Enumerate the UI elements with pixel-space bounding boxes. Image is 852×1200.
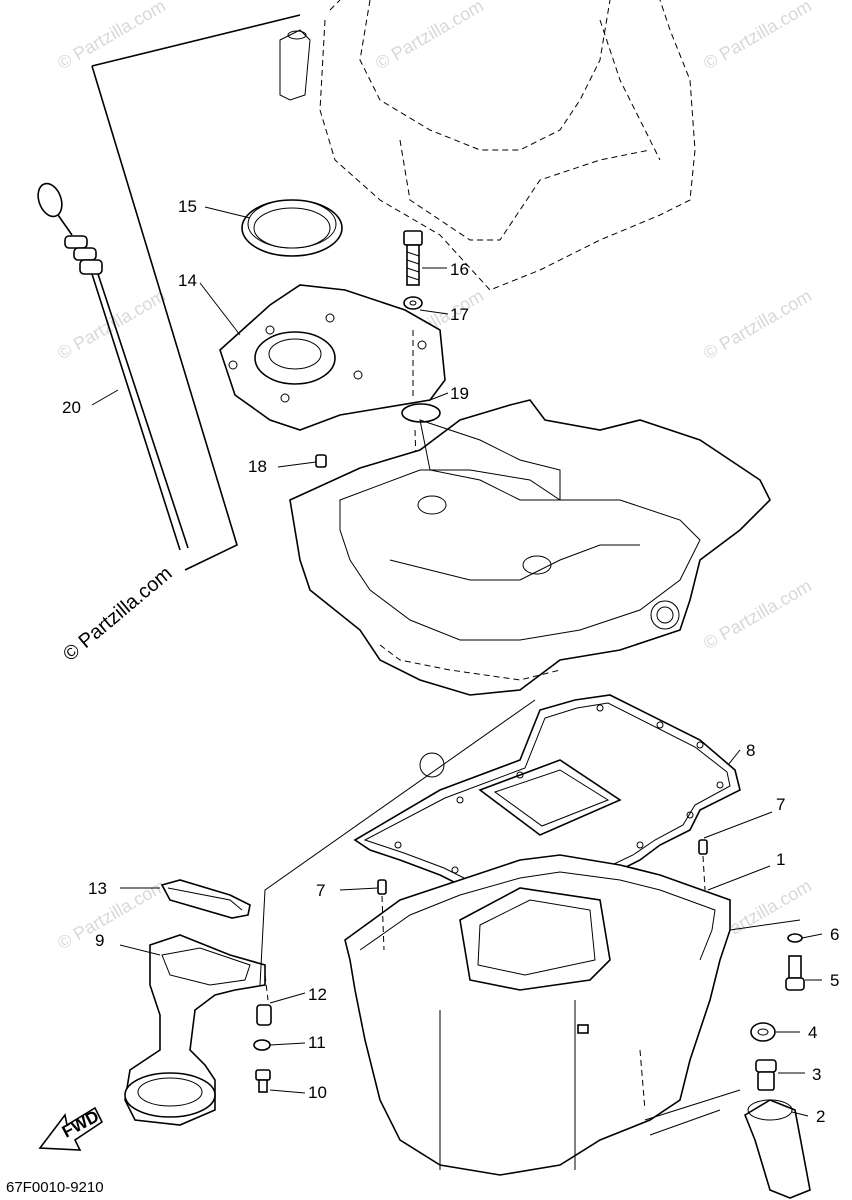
callout-17: 17	[450, 305, 469, 324]
watermark: © Partzilla.com	[700, 575, 815, 653]
copyright-text: © Partzilla.com	[59, 562, 176, 665]
callout-16: 16	[450, 260, 469, 279]
upper-casing	[289, 399, 771, 696]
oil-strainer	[124, 879, 269, 1126]
callout-10: 10	[308, 1083, 327, 1102]
small-parts-upper	[315, 230, 536, 561]
callout-20: 20	[62, 398, 81, 417]
strainer-fasteners	[253, 1004, 272, 1093]
callout-4: 4	[808, 1023, 817, 1042]
callout-19: 19	[450, 384, 469, 403]
callout-12: 12	[308, 985, 327, 1004]
callout-3: 3	[812, 1065, 821, 1084]
watermark: © Partzilla.com	[54, 285, 169, 363]
callout-6: 6	[830, 925, 839, 944]
callout-18: 18	[248, 457, 267, 476]
callout-2: 2	[816, 1107, 825, 1126]
callout-8: 8	[746, 741, 755, 760]
watermark: © Partzilla.com	[700, 0, 815, 73]
callouts: 1 2 3 4 5 6 7 7 8 9 10 11 12 13 14 15 16…	[62, 197, 839, 1126]
diagram-code: 67F0010-9210	[6, 1179, 104, 1196]
watermark: © Partzilla.com	[54, 0, 169, 73]
watermark: © Partzilla.com	[54, 875, 169, 953]
oil-pump-housing	[219, 284, 446, 431]
callout-15: 15	[178, 197, 197, 216]
callout-14: 14	[178, 271, 197, 290]
dowels	[377, 839, 708, 951]
engine-block	[279, 0, 696, 291]
oil-pan	[344, 854, 731, 1176]
dipstick	[37, 14, 301, 571]
callout-11: 11	[308, 1033, 326, 1052]
callout-7: 7	[776, 795, 785, 814]
fwd-arrow: FWD	[38, 1107, 104, 1151]
callout-9: 9	[95, 931, 104, 950]
callout-13: 13	[88, 879, 107, 898]
watermark: © Partzilla.com	[372, 0, 487, 73]
watermark: © Partzilla.com	[700, 285, 815, 363]
callout-1: 1	[776, 850, 785, 869]
oil-seal	[241, 199, 343, 257]
drain-parts	[644, 933, 811, 1199]
leader-lines	[91, 206, 823, 1117]
callout-5: 5	[830, 971, 839, 990]
callout-7-second: 7	[316, 881, 325, 900]
